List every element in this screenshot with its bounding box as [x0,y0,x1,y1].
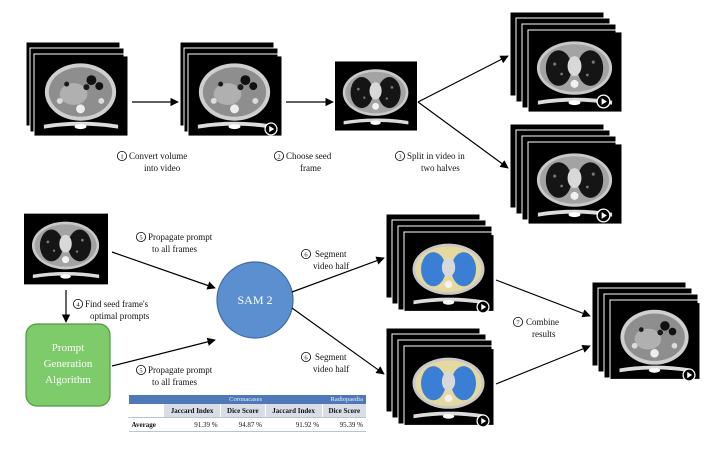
table-group-row: Coronacases Radiopaedia [128,395,366,404]
step-6a-label: 6 Segment video half [300,248,349,271]
svg-text:Propagate prompt: Propagate prompt [148,365,213,375]
ct-video-stack [179,41,283,139]
svg-text:Choose seed: Choose seed [286,151,332,161]
svg-text:two halves: two halves [421,163,460,173]
header-empty [128,404,164,418]
cell-dice-1: 94.87 % [220,417,266,432]
svg-text:Algorithm: Algorithm [45,374,91,386]
cell-jaccard-1: 91.39 % [163,417,221,432]
svg-text:Prompt: Prompt [52,342,84,354]
svg-text:Generation: Generation [44,358,93,370]
combined-result-stack [591,281,701,383]
svg-text:1: 1 [120,154,123,161]
header-jaccard-2: Jaccard Index [264,404,323,418]
svg-text:4: 4 [76,302,80,309]
svg-text:SAM 2: SAM 2 [237,293,272,307]
svg-text:optimal prompts: optimal prompts [90,311,150,321]
svg-text:results: results [532,329,556,339]
group-radiopaedia: Radiopaedia [265,395,366,404]
sam2-node: SAM 2 [216,261,294,339]
video-half-upper-stack [509,11,623,115]
header-dice-1: Dice Score [220,404,266,418]
svg-text:Convert volume: Convert volume [129,151,187,161]
play-icon [477,301,489,313]
play-icon [597,95,610,108]
step-2-label: 2 Choose seed frame [273,150,332,173]
step-5a-label: 5 Propagate prompt to all frames [135,231,213,254]
table-row: Average 91.39 % 94.87 % 91.92 % 95.39 % [128,417,366,432]
svg-text:Propagate prompt: Propagate prompt [148,232,213,242]
video-half-lower-stack [509,123,623,227]
svg-text:video half: video half [313,261,349,271]
svg-text:2: 2 [277,154,280,161]
group-coronacases: Coronacases [163,395,266,404]
arrow-seed-to-sam [111,251,216,290]
svg-text:into video: into video [144,163,181,173]
svg-text:Combine: Combine [526,317,559,327]
svg-text:to all frames: to all frames [152,244,197,254]
seed-frame-bottom [24,214,108,285]
header-jaccard-1: Jaccard Index [162,404,221,418]
cell-jaccard-2: 91.92 % [265,417,323,432]
step-4-label: 4 Find seed frame's optimal prompts [73,298,150,321]
arrow-upper-to-combined [495,279,591,318]
play-icon [265,123,277,135]
ct-volume-stack [25,41,129,139]
step-7-label: 7 Combine results [513,316,559,339]
play-icon [683,369,695,381]
step-6b-label: 6 Segment video half [300,351,349,374]
svg-text:frame: frame [300,163,321,173]
svg-text:Split in video in: Split in video in [407,151,465,161]
arrow-split-upper [417,55,509,103]
svg-text:5: 5 [139,368,142,375]
svg-text:Find seed frame's: Find seed frame's [85,299,149,309]
svg-text:7: 7 [516,320,520,327]
segmented-half-lower-stack [385,327,495,429]
cell-dice-2: 95.39 % [322,417,366,432]
arrow-split-lower [417,101,509,169]
arrow-sam-to-upper [291,256,385,293]
arrow-sam-to-lower [291,307,385,375]
header-dice-2: Dice Score [321,404,366,418]
table-header-row: Jaccard Index Dice Score Jaccard Index D… [128,404,366,418]
svg-text:6: 6 [304,355,308,362]
prompt-generation-algorithm-node: Prompt Generation Algorithm [25,323,111,407]
results-table: Coronacases Radiopaedia Jaccard Index Di… [128,395,366,432]
svg-text:to all frames: to all frames [152,377,197,387]
svg-text:6: 6 [304,252,308,259]
step-5b-label: 5 Propagate prompt to all frames [135,364,213,387]
seed-frame [335,61,417,130]
step-1-label: 1 Convert volume into video [117,150,187,173]
row-label: Average [128,417,164,432]
step-3-label: 3 Split in video in two halves [394,150,465,173]
play-icon [597,209,610,222]
svg-text:Segment: Segment [315,249,347,259]
arrow-pga-to-sam [111,337,216,367]
svg-text:3: 3 [398,154,401,161]
svg-text:5: 5 [139,235,142,242]
segmented-half-upper-stack [385,213,495,315]
svg-text:Segment: Segment [315,352,347,362]
svg-text:video half: video half [313,364,349,374]
play-icon [477,415,489,427]
arrow-lower-to-combined [495,344,591,385]
